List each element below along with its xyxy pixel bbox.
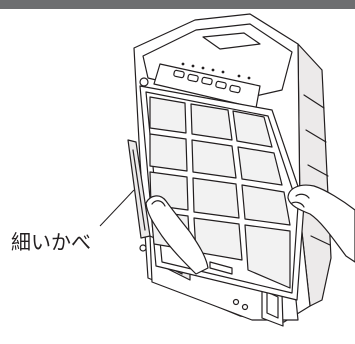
- screw-left: [139, 244, 147, 252]
- thin-wall-left-inner: [132, 149, 146, 231]
- left-hand-thumb: [151, 200, 166, 207]
- callout-leader-line: [99, 189, 135, 227]
- top-border-bar: [0, 0, 355, 9]
- right-hand-fingers: [291, 193, 310, 208]
- indicator-lights: [181, 62, 251, 80]
- right-slot-inner: [266, 291, 279, 319]
- top-slot: [202, 32, 261, 50]
- right-hand: [287, 184, 355, 263]
- screw-center: [232, 298, 240, 306]
- filter-corner-tab: [139, 77, 149, 87]
- left-hand: [145, 195, 209, 275]
- filter-grid: [149, 96, 291, 289]
- screw-right: [241, 303, 249, 311]
- filter-bottom-tab: [209, 261, 233, 275]
- callout-label-thin-wall: 細いかべ: [9, 230, 93, 254]
- side-panel-ribs: [303, 94, 331, 246]
- control-buttons: [173, 69, 241, 94]
